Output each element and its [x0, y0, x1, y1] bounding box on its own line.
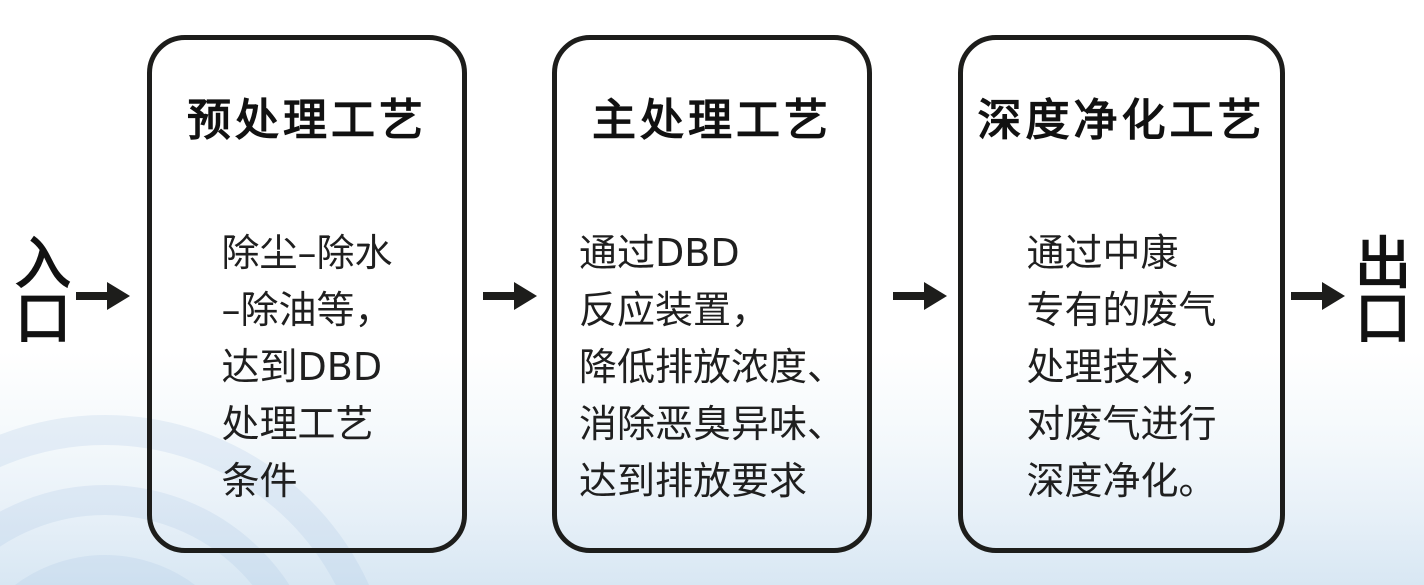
- stage-description: 通过中康 专有的废气 处理技术， 对废气进行 深度净化。: [1026, 231, 1217, 503]
- stage-description-wrap: 通过DBD 反应装置， 降低排放浓度、 消除恶臭异味、 达到排放要求: [557, 225, 867, 510]
- outlet-label: 出口: [1355, 234, 1411, 351]
- stage-box-pretreatment: 预处理工艺 除尘–除水 –除油等， 达到DBD 处理工艺 条件: [147, 35, 467, 553]
- watermark-ring: [0, 555, 255, 585]
- stage-title: 深度净化工艺: [977, 96, 1266, 145]
- stage-box-deep-purification: 深度净化工艺 通过中康 专有的废气 处理技术， 对废气进行 深度净化。: [958, 35, 1285, 553]
- flow-arrow-icon: [483, 282, 537, 310]
- flow-arrow-icon: [1291, 282, 1345, 310]
- stage-description-wrap: 通过中康 专有的废气 处理技术， 对废气进行 深度净化。: [963, 225, 1280, 510]
- stage-description: 通过DBD 反应装置， 降低排放浓度、 消除恶臭异味、 达到排放要求: [578, 231, 845, 503]
- flow-arrow-icon: [76, 282, 130, 310]
- stage-box-main-treatment: 主处理工艺 通过DBD 反应装置， 降低排放浓度、 消除恶臭异味、 达到排放要求: [552, 35, 872, 553]
- stage-description: 除尘–除水 –除油等， 达到DBD 处理工艺 条件: [221, 231, 393, 503]
- flow-arrow-icon: [893, 282, 947, 310]
- stage-title: 主处理工艺: [592, 96, 832, 145]
- inlet-label: 入口: [15, 234, 71, 351]
- stage-description-wrap: 除尘–除水 –除油等， 达到DBD 处理工艺 条件: [152, 225, 462, 510]
- stage-title: 预处理工艺: [187, 96, 427, 145]
